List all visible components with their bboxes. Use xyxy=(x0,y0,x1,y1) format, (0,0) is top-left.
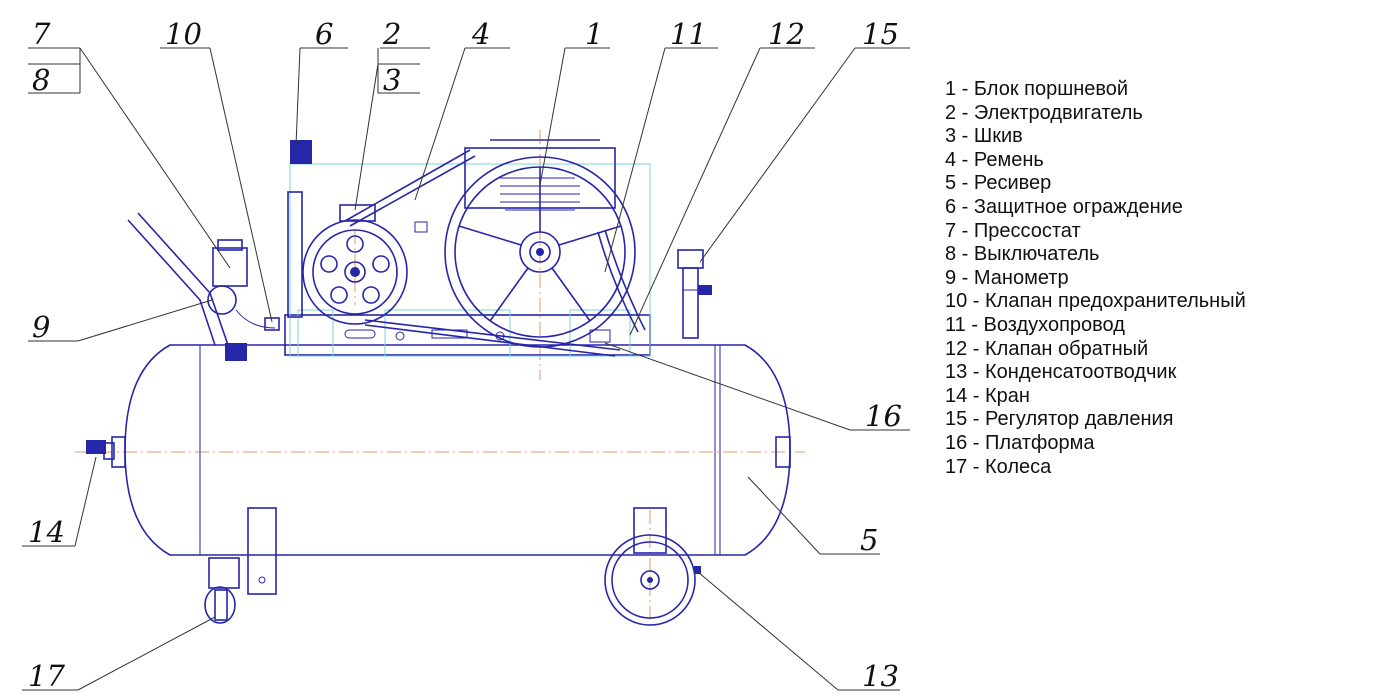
callout-15: 15 xyxy=(862,17,899,51)
receiver-tank xyxy=(111,344,791,556)
right-wheel xyxy=(604,507,701,626)
leader-lines xyxy=(22,47,910,691)
legend-item: 5 - Ресивер xyxy=(945,172,1052,195)
legend-item: 12 - Клапан обратный xyxy=(945,337,1149,360)
callout-11: 11 xyxy=(670,17,707,51)
flywheel xyxy=(444,156,636,348)
callout-6: 6 xyxy=(315,17,333,51)
legend-item: 14 - Кран xyxy=(945,384,1030,407)
callout-7: 7 xyxy=(32,17,51,51)
pressure-switch xyxy=(207,239,280,361)
air-pipe xyxy=(597,229,646,333)
pressure-regulator xyxy=(677,249,712,339)
belt-guard xyxy=(289,140,651,357)
callout-5: 5 xyxy=(860,523,878,557)
legend-item: 7 - Прессостат xyxy=(945,219,1081,242)
legend-item: 17 - Колеса xyxy=(945,455,1052,478)
callout-8: 8 xyxy=(32,63,50,97)
left-foot xyxy=(204,507,277,624)
belt xyxy=(344,149,621,357)
callout-numbers: 7 8 10 6 2 3 4 1 11 12 15 9 16 14 5 17 1… xyxy=(28,17,902,693)
legend-item: 13 - Конденсатоотводчик xyxy=(945,361,1177,384)
legend-item: 3 - Шкив xyxy=(945,125,1023,148)
callout-4: 4 xyxy=(471,17,490,51)
legend-item: 15 - Регулятор давления xyxy=(945,408,1174,431)
legend-item: 4 - Ремень xyxy=(945,148,1044,171)
legend-item: 1 - Блок поршневой xyxy=(945,78,1129,100)
callout-9: 9 xyxy=(32,310,50,344)
callout-10: 10 xyxy=(165,17,202,51)
legend-item: 10 - Клапан предохранительный xyxy=(945,290,1246,313)
callout-1: 1 xyxy=(585,17,603,51)
legend-item: 16 - Платформа xyxy=(945,431,1095,454)
tap xyxy=(86,440,115,460)
callout-12: 12 xyxy=(768,17,805,51)
callout-16: 16 xyxy=(865,399,902,433)
legend-item: 6 - Защитное ограждение xyxy=(945,195,1183,218)
callout-17: 17 xyxy=(28,659,65,693)
legend-item: 2 - Электродвигатель xyxy=(945,101,1143,124)
callout-3: 3 xyxy=(383,63,401,97)
parts-legend: 1 - Блок поршневой 2 - Электродвигатель … xyxy=(945,78,1246,479)
legend-item: 8 - Выключатель xyxy=(945,243,1100,266)
legend-item: 9 - Манометр xyxy=(945,266,1069,289)
legend-item: 11 - Воздухопровод xyxy=(945,313,1125,336)
motor-pulley xyxy=(302,219,408,325)
callout-2: 2 xyxy=(382,17,401,51)
callout-14: 14 xyxy=(28,515,65,549)
callout-13: 13 xyxy=(862,659,899,693)
